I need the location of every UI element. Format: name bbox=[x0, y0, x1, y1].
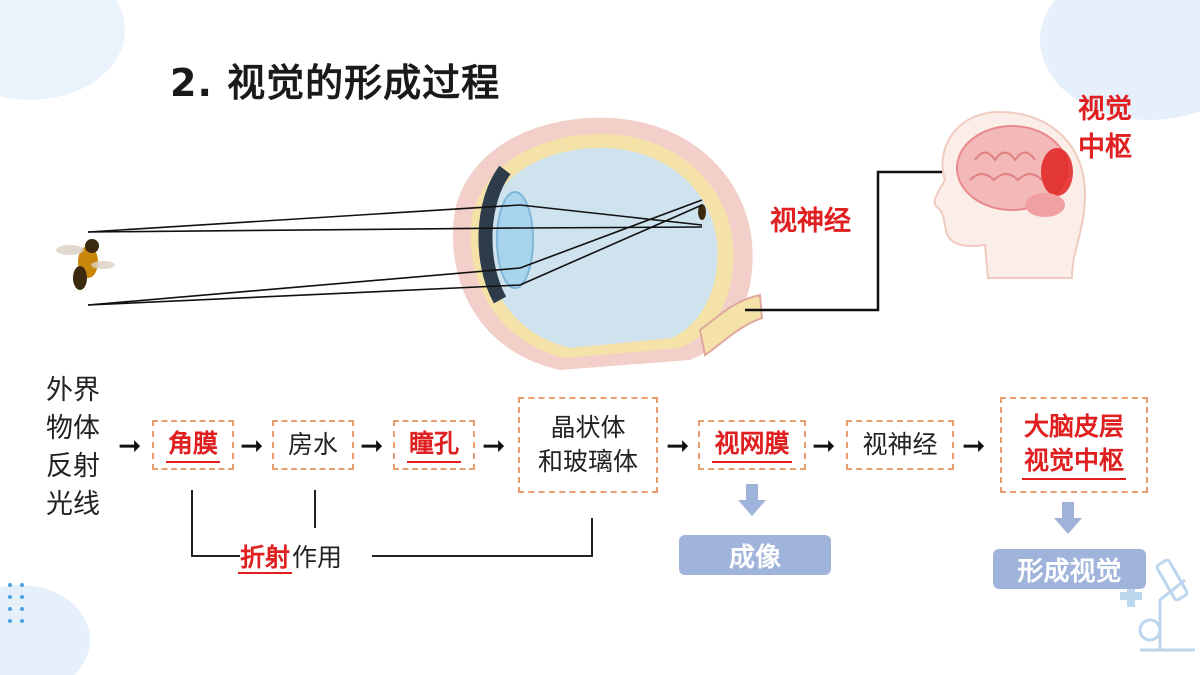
wasp-icon bbox=[56, 239, 115, 290]
step-label: 瞳孔 bbox=[406, 427, 461, 463]
step-lens-vitreous: 晶状体 和玻璃体 bbox=[518, 397, 658, 493]
corner-blob-top-left bbox=[0, 0, 125, 100]
result-image-badge: 成像 bbox=[679, 535, 831, 575]
brain-head-icon bbox=[933, 110, 1087, 279]
flow-arrow-icon: ➞ bbox=[240, 429, 264, 462]
optic-nerve-label: 视神经 bbox=[770, 206, 851, 237]
refraction-keyword: 折射 bbox=[238, 543, 293, 574]
step-retina: 视网膜 bbox=[698, 420, 806, 470]
eye-brain-diagram bbox=[56, 110, 1087, 370]
visual-center-label-line2: 中枢 bbox=[1078, 132, 1132, 163]
step-label: 角膜 bbox=[165, 427, 220, 463]
down-arrow-icon bbox=[738, 484, 766, 516]
step-visual-cortex: 大脑皮层 视觉中枢 bbox=[1000, 397, 1148, 493]
step-optic-nerve: 视神经 bbox=[846, 420, 954, 470]
page-title: 2. 视觉的形成过程 bbox=[170, 61, 501, 105]
cross-icon bbox=[1120, 585, 1142, 607]
light-rays bbox=[87, 199, 703, 306]
step-label: 视神经 bbox=[862, 430, 938, 459]
refraction-suffix: 作用 bbox=[292, 543, 343, 572]
source-line: 物体 bbox=[46, 413, 100, 444]
step-label: 视网膜 bbox=[712, 427, 792, 463]
step-label: 房水 bbox=[287, 430, 338, 459]
down-arrow-icon bbox=[1054, 502, 1082, 534]
step-label: 视觉中枢 bbox=[1021, 444, 1126, 480]
eye-icon bbox=[452, 117, 764, 370]
flow-arrow-icon: ➞ bbox=[666, 429, 690, 462]
step-pupil: 瞳孔 bbox=[393, 420, 475, 470]
step-cornea: 角膜 bbox=[152, 420, 234, 470]
result-vision-badge: 形成视觉 bbox=[993, 549, 1146, 589]
dot-grid-decor bbox=[8, 583, 24, 623]
step-label: 和玻璃体 bbox=[537, 447, 638, 476]
refraction-label: 折射作用 bbox=[238, 538, 342, 574]
step-label: 大脑皮层 bbox=[1023, 412, 1124, 441]
visual-center-label-line1: 视觉 bbox=[1078, 94, 1132, 125]
corner-blob-top-right bbox=[1040, 0, 1200, 120]
source-line: 光线 bbox=[46, 489, 100, 520]
flow-arrow-icon: ➞ bbox=[360, 429, 384, 462]
flow-arrow-icon: ➞ bbox=[482, 429, 506, 462]
flow-arrow-icon: ➞ bbox=[962, 429, 986, 462]
flow-arrow-icon: ➞ bbox=[118, 429, 142, 462]
microscope-icon bbox=[1138, 558, 1195, 652]
source-label: 外界 物体 反射 光线 bbox=[46, 372, 116, 524]
source-line: 外界 bbox=[46, 375, 100, 406]
step-aqueous-humor: 房水 bbox=[272, 420, 354, 470]
flow-arrow-icon: ➞ bbox=[812, 429, 836, 462]
source-line: 反射 bbox=[46, 451, 100, 482]
step-label: 晶状体 bbox=[550, 413, 626, 442]
